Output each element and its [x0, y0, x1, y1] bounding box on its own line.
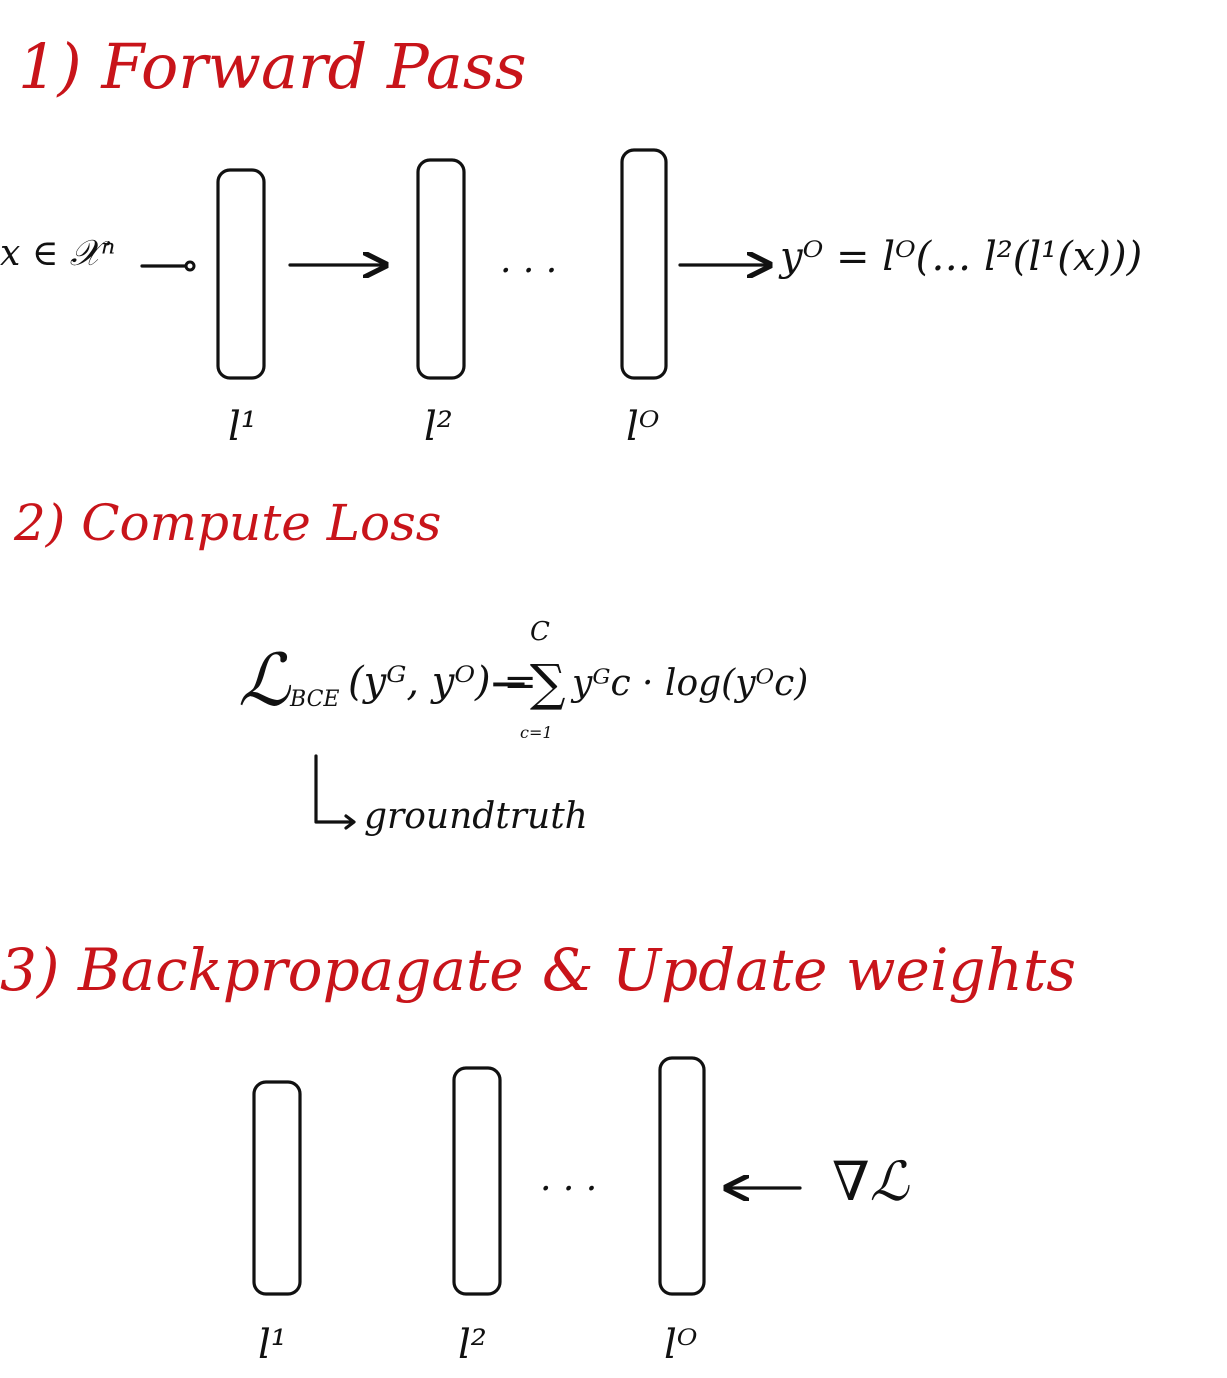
groundtruth-pointer-tip: [344, 814, 356, 830]
output-formula: yᴼ = lᴼ(… l²(l¹(x))): [778, 234, 1142, 280]
sum-lower-limit: c=1: [520, 723, 553, 742]
backprop-layer-1-label: l¹: [258, 1322, 287, 1368]
backprop-layer-1: [252, 1080, 302, 1296]
backprop-layer-2-label: l²: [458, 1322, 487, 1368]
forward-ellipsis: . . .: [500, 240, 557, 281]
step1-heading: 1) Forward Pass: [18, 30, 527, 103]
forward-layer-2: [416, 158, 466, 380]
backprop-ellipsis: . . .: [540, 1158, 597, 1199]
sum-sign: −∑: [488, 654, 566, 712]
backprop-layer-output-label: lᴼ: [664, 1322, 698, 1368]
step2-heading: 2) Compute Loss: [13, 494, 441, 552]
input-arrow-tip: [184, 260, 196, 272]
backprop-layer-2: [452, 1066, 502, 1296]
loss-args: (yᴳ, yᴼ) =: [348, 659, 537, 705]
groundtruth-pointer: [314, 754, 354, 824]
gradient-label: ∇ℒ: [832, 1150, 910, 1213]
step3-heading: 3) Backpropagate & Update weights: [0, 936, 1076, 1004]
forward-layer-output-label: lᴼ: [626, 404, 660, 450]
loss-symbol: ℒ: [238, 638, 292, 722]
groundtruth-annotation: groundtruth: [364, 796, 588, 837]
input-label: x ∈ 𝒳ⁿ: [0, 233, 115, 274]
forward-layer-1-label: l¹: [228, 404, 257, 450]
sum-term: yᴳc · log(yᴼc): [570, 663, 808, 704]
forward-layer-2-label: l²: [424, 404, 453, 450]
loss-subscript: BCE: [289, 687, 339, 712]
backprop-layer-output: [658, 1056, 706, 1296]
sum-upper-limit: C: [530, 617, 550, 647]
forward-layer-1: [216, 168, 266, 380]
forward-layer-output: [620, 148, 668, 380]
